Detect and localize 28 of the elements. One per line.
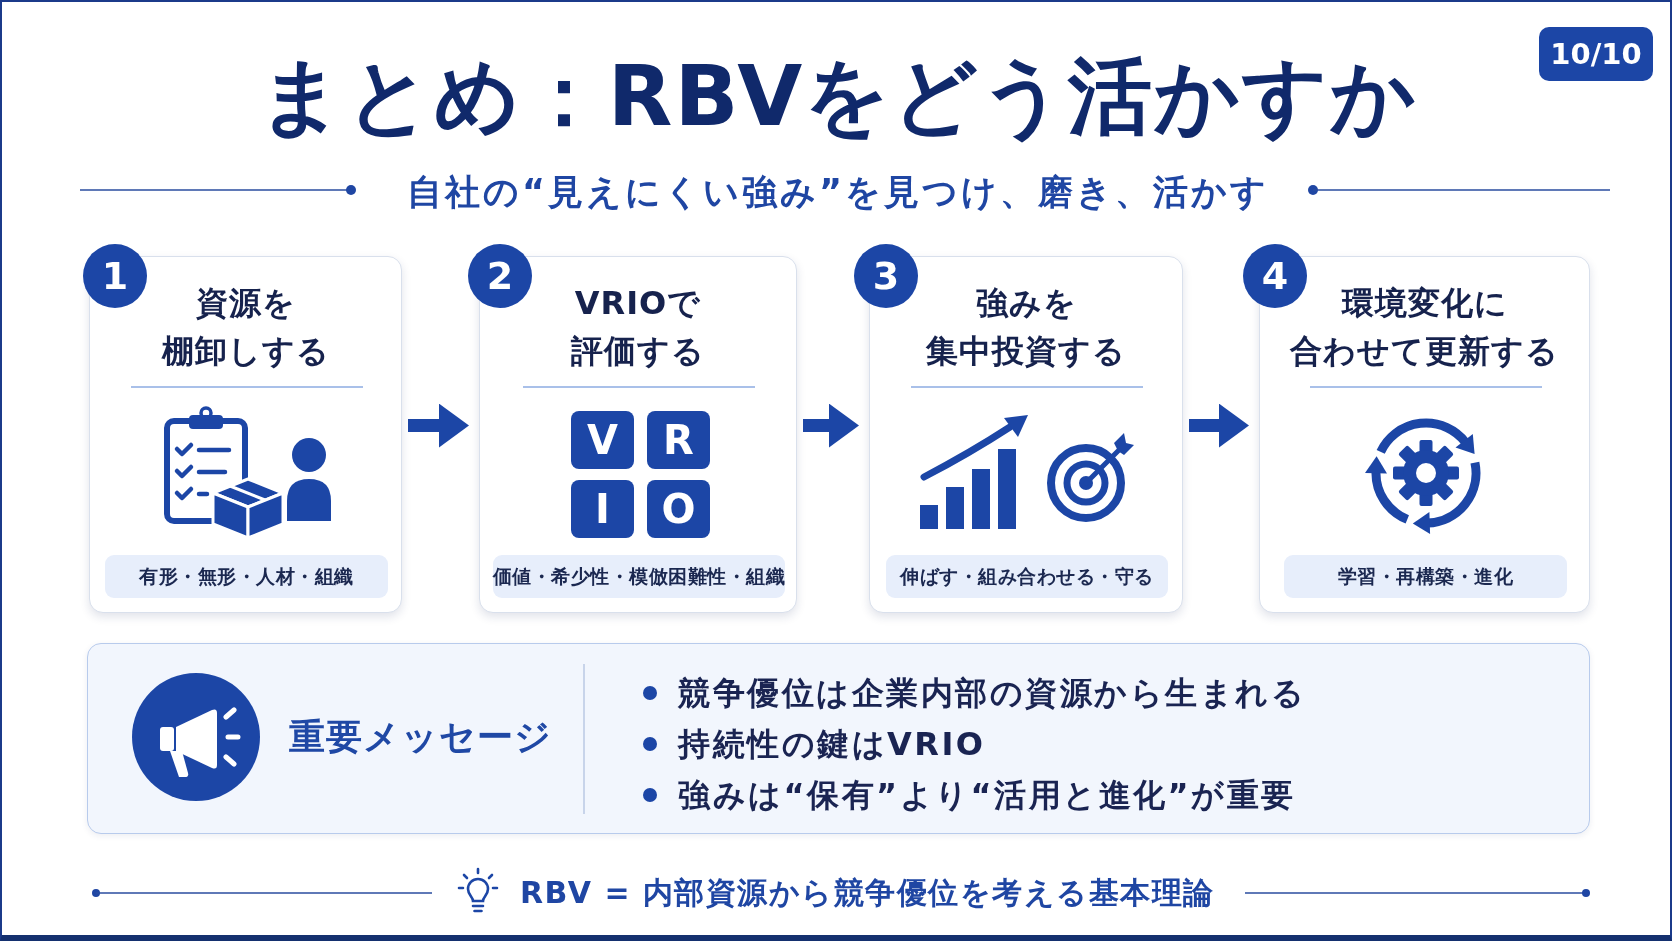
slide-title: まとめ：RBVをどう活かすか — [257, 46, 1419, 147]
vrio-tile: O — [647, 480, 710, 538]
vrio-tile: R — [647, 411, 710, 469]
step-card — [479, 256, 797, 613]
step-number: 4 — [1243, 244, 1307, 308]
keyword-tag: 伸ばす・組み合わせる・守る — [886, 555, 1168, 598]
keyword-tag: 価値・希少性・模倣困難性・組織 — [493, 555, 785, 598]
message-panel — [87, 643, 1590, 834]
step-number: 1 — [83, 244, 147, 308]
vrio-tile: V — [571, 411, 634, 469]
keyword-tag: 有形・無形・人材・組織 — [105, 555, 388, 598]
step-title: 強みを集中投資する — [926, 283, 1126, 372]
step-title: 資源を棚卸しする — [161, 283, 330, 372]
page-number: 10/10 — [1539, 27, 1653, 81]
message-heading: 重要メッセージ — [289, 715, 552, 759]
subtitle: 自社の“見えにくい強み”を見つけ、磨き、活かす — [407, 171, 1269, 213]
step-card — [89, 256, 402, 613]
footer-note: RBV = 内部資源から競争優位を考える基本理論 — [520, 875, 1215, 911]
bullet-text: 競争優位は企業内部の資源から生まれる — [678, 673, 1306, 713]
keyword-tag: 学習・再構築・進化 — [1284, 555, 1567, 598]
step-card — [1259, 256, 1590, 613]
bullet-text: 持続性の鍵はVRIO — [678, 724, 986, 764]
step-number: 2 — [468, 244, 532, 308]
step-title: VRIOで評価する — [571, 283, 705, 372]
bullet-text: 強みは“保有”より“活用と進化”が重要 — [678, 775, 1296, 815]
step-number: 3 — [854, 244, 918, 308]
step-card — [869, 256, 1183, 613]
vrio-tile: I — [571, 480, 634, 538]
